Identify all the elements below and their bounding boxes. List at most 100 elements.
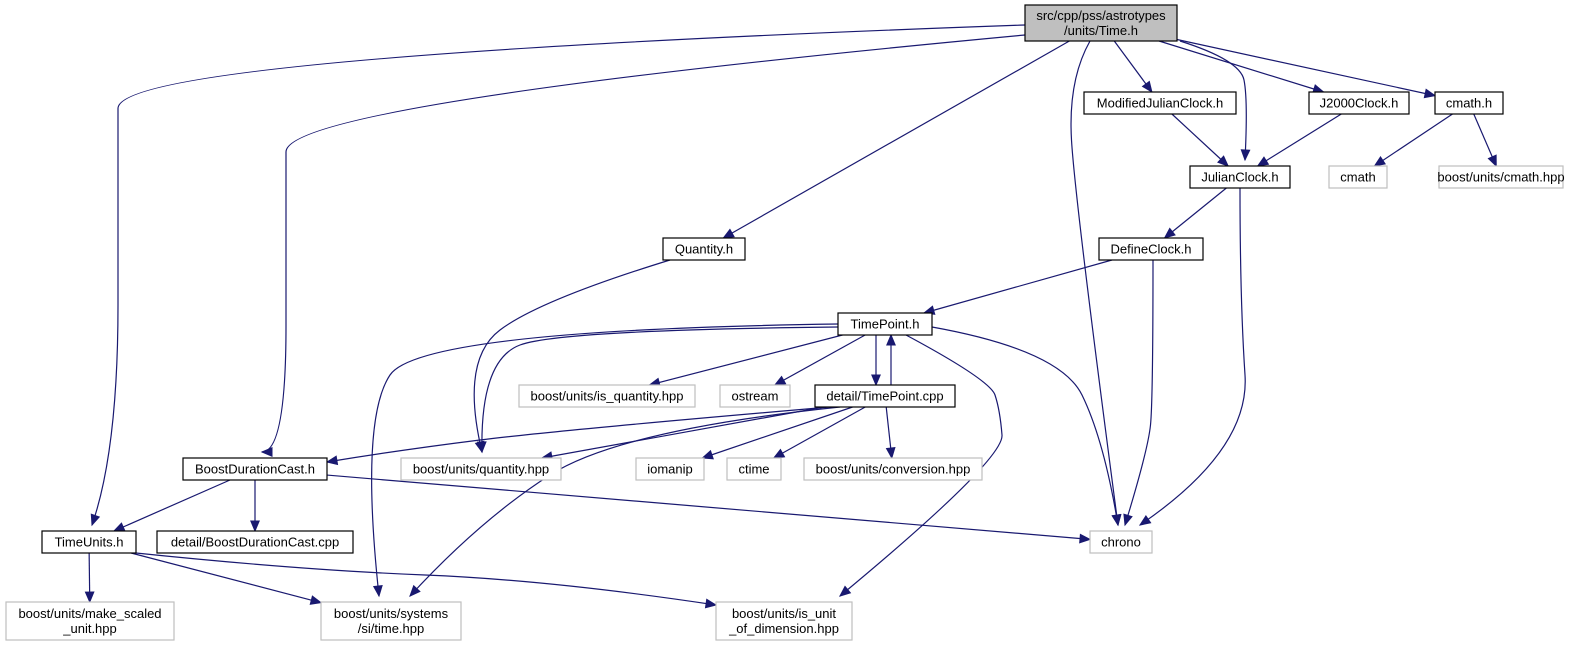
node-time-units[interactable]: TimeUnits.h [41, 530, 137, 554]
node-julian[interactable]: JulianClock.h [1189, 165, 1291, 189]
node-j2000[interactable]: J2000Clock.h [1308, 91, 1410, 115]
node-is-unit: boost/units/is_unit_of_dimension.hpp [715, 601, 853, 641]
edge-arrowhead [1138, 514, 1152, 526]
node-label: J2000Clock.h [1320, 96, 1399, 111]
node-box [1434, 91, 1504, 115]
node-cmath: cmath [1328, 165, 1388, 189]
node-label: ostream [732, 389, 779, 404]
edge-define_clock-to-chrono [1123, 259, 1154, 527]
edge-boost_duration-to-time_units [112, 479, 231, 532]
edge-cmath_h-to-cmath [1373, 113, 1453, 167]
node-label: /si/time.hpp [358, 621, 424, 636]
node-label: /units/Time.h [1064, 23, 1138, 38]
node-box [41, 530, 137, 554]
edge-arrowhead [773, 375, 787, 386]
node-label: cmath.h [1446, 96, 1492, 111]
edge-time_h-to-modified_julian [1113, 40, 1153, 94]
node-boost-cmath: boost/units/cmath.hpp [1437, 165, 1565, 189]
edges-layer [84, 24, 1497, 609]
edge-timepoint_h-to-is_unit [839, 334, 1003, 597]
node-label: detail/TimePoint.cpp [826, 389, 943, 404]
edge-timepoint_h-to-chrono [931, 326, 1122, 527]
edge-arrowhead [1163, 227, 1176, 239]
node-box [1438, 165, 1564, 189]
node-boost-duration[interactable]: BoostDurationCast.h [182, 457, 328, 481]
node-quantity-h[interactable]: Quantity.h [662, 237, 746, 261]
edge-timepoint_h-to-timepoint_cpp [871, 335, 881, 387]
edge-arrowhead [372, 585, 383, 598]
node-label: TimeUnits.h [55, 535, 124, 550]
node-time-h[interactable]: src/cpp/pss/astrotypes/units/Time.h [1024, 4, 1178, 42]
edge-arrowhead [1373, 156, 1386, 167]
edge-time_h-to-time_units [90, 24, 1026, 527]
node-box [1189, 165, 1291, 189]
node-label: boost/units/is_quantity.hpp [531, 389, 684, 404]
node-chrono: chrono [1089, 530, 1153, 554]
edge-arrowhead [1487, 154, 1497, 168]
edge-arrowhead [309, 595, 323, 605]
node-define-clock[interactable]: DefineClock.h [1098, 237, 1204, 261]
node-label: chrono [1101, 535, 1141, 550]
edge-time_units-to-is_unit [135, 552, 718, 609]
node-cmath-h[interactable]: cmath.h [1434, 91, 1504, 115]
node-modified-julian[interactable]: ModifiedJulianClock.h [1083, 91, 1237, 115]
edge-arrowhead [1123, 513, 1133, 527]
edge-boost_duration-to-chrono [326, 474, 1092, 544]
node-box [1083, 91, 1237, 115]
node-box [320, 601, 462, 641]
edge-boost_duration-to-duration_cpp [250, 480, 260, 533]
node-boost-quantity: boost/units/quantity.hpp [400, 457, 562, 481]
node-label: src/cpp/pss/astrotypes [1036, 8, 1166, 23]
node-timepoint-cpp[interactable]: detail/TimePoint.cpp [814, 384, 956, 408]
node-box [719, 384, 791, 408]
edge-modified_julian-to-julian [1171, 113, 1230, 167]
node-conversion: boost/units/conversion.hpp [803, 457, 983, 481]
edge-arrowhead [260, 447, 273, 457]
edge-arrowhead [84, 591, 95, 604]
edge-time_h-to-j2000 [1158, 40, 1325, 94]
node-make-scaled: boost/units/make_scaled_unit.hpp [5, 601, 175, 641]
edge-time_units-to-make_scaled [84, 552, 95, 604]
edge-arrowhead [325, 455, 339, 466]
edge-arrowhead [1079, 533, 1092, 544]
node-label: boost/units/is_unit [732, 606, 836, 621]
edge-j2000-to-julian [1256, 113, 1342, 167]
node-label: DefineClock.h [1111, 242, 1192, 257]
node-label: cmath [1340, 170, 1375, 185]
edge-time_h-to-quantity_h [722, 40, 1070, 239]
node-label: boost/units/quantity.hpp [413, 462, 549, 477]
node-label: ctime [738, 462, 769, 477]
node-duration-cpp[interactable]: detail/BoostDurationCast.cpp [156, 530, 354, 554]
edge-timepoint_cpp-to-ctime [772, 406, 866, 459]
node-label: _unit.hpp [62, 621, 117, 636]
edge-define_clock-to-timepoint_h [922, 259, 1113, 315]
node-ostream: ostream [719, 384, 791, 408]
node-box [1308, 91, 1410, 115]
node-box [726, 457, 782, 481]
node-box [662, 237, 746, 261]
node-label: JulianClock.h [1201, 170, 1278, 185]
edge-timepoint_h-to-is_quantity [648, 334, 843, 388]
edge-arrowhead [701, 449, 714, 460]
node-box [182, 457, 328, 481]
node-box [715, 601, 853, 641]
edge-timepoint_cpp-to-si_time [409, 406, 841, 597]
edge-time_h-to-cmath_h [1176, 38, 1437, 99]
node-label: ModifiedJulianClock.h [1097, 96, 1223, 111]
edge-time_h-to-julian [1179, 40, 1251, 162]
edge-arrowhead [885, 447, 896, 460]
edge-arrowhead [1141, 80, 1153, 94]
edge-time_units-to-si_time [130, 552, 323, 605]
node-label: TimePoint.h [851, 317, 920, 332]
edge-timepoint_cpp-to-iomanip [701, 406, 853, 460]
edge-timepoint_cpp-to-timepoint_h [886, 333, 896, 385]
node-label: boost/units/conversion.hpp [816, 462, 971, 477]
node-label: detail/BoostDurationCast.cpp [171, 535, 339, 550]
edge-arrowhead [90, 513, 101, 527]
edge-arrowhead [1256, 156, 1270, 167]
edge-julian-to-define_clock [1163, 187, 1227, 239]
edge-arrowhead [871, 374, 881, 387]
node-timepoint-h[interactable]: TimePoint.h [837, 312, 933, 336]
edge-julian-to-chrono [1138, 187, 1246, 526]
edge-arrowhead [1217, 155, 1230, 167]
